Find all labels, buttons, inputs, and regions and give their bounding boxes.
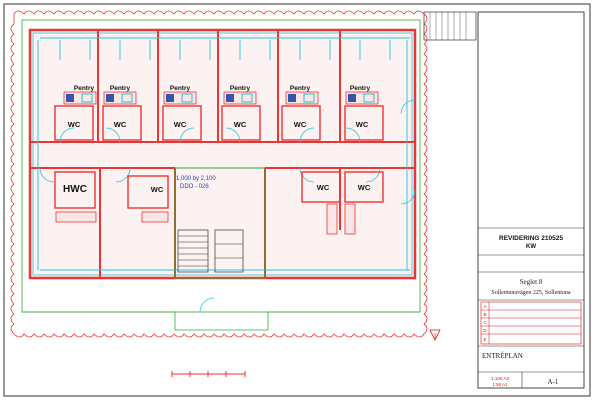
door-code-annotation: DDO - 026 bbox=[180, 184, 209, 190]
entrance-terrace bbox=[22, 311, 420, 331]
drawing-title: ENTRÉPLAN bbox=[482, 352, 523, 360]
key-plan bbox=[423, 11, 477, 41]
lower-fixtures bbox=[55, 203, 356, 235]
room-labels: Pentry Pentry Pentry Pentry Pentry Pentr… bbox=[63, 85, 371, 195]
room-label-pentry: Pentry bbox=[350, 85, 371, 92]
sheet-border bbox=[3, 3, 591, 397]
revision-row-letter: D bbox=[483, 328, 487, 333]
plot-line bbox=[21, 19, 421, 313]
room-label-wc: WC bbox=[294, 120, 307, 129]
building-outline bbox=[28, 28, 417, 280]
site-boundary bbox=[10, 10, 428, 338]
room-label-hwc: HWC bbox=[63, 184, 87, 195]
room-label-wc: WC bbox=[151, 185, 164, 194]
title-block: REVIDERING 210525 KW Seglet 8 Sollentuna… bbox=[477, 11, 585, 389]
sheet-number: A-1 bbox=[548, 378, 559, 386]
revision-row-letter: A bbox=[483, 304, 486, 309]
pentry-units bbox=[63, 91, 379, 105]
room-label-pentry: Pentry bbox=[170, 85, 191, 92]
property-address: Sollentunavägen 225, Sollentuna bbox=[491, 290, 570, 296]
revision-row-letter: B bbox=[483, 312, 486, 317]
revision-row-letter: E bbox=[483, 337, 486, 342]
room-label-pentry: Pentry bbox=[74, 85, 95, 92]
room-label-pentry: Pentry bbox=[290, 85, 311, 92]
property-name: Seglet 8 bbox=[520, 278, 543, 286]
window-lines bbox=[37, 37, 410, 271]
room-label-pentry: Pentry bbox=[230, 85, 251, 92]
scale-bar bbox=[171, 371, 246, 377]
lower-wc-rooms bbox=[54, 171, 384, 209]
room-label-wc: WC bbox=[317, 183, 330, 192]
door-size-annotation: 1,000 by 2,100 bbox=[176, 176, 216, 182]
room-label-wc: WC bbox=[68, 120, 81, 129]
scale-a3: 1:100 A3 bbox=[491, 376, 509, 381]
inner-wall-line bbox=[32, 32, 413, 276]
revision-row-letter: C bbox=[483, 320, 487, 325]
room-label-wc: WC bbox=[114, 120, 127, 129]
revision-marker: 1 bbox=[429, 329, 441, 341]
door-swings bbox=[39, 99, 416, 313]
wc-cubicles-top bbox=[54, 105, 384, 141]
stairwell bbox=[174, 167, 266, 279]
room-label-wc: WC bbox=[234, 120, 247, 129]
svg-text:1: 1 bbox=[433, 334, 437, 340]
revision-initials: KW bbox=[526, 244, 536, 250]
room-label-wc: WC bbox=[356, 120, 369, 129]
revision-label: REVIDERING 210525 bbox=[499, 235, 563, 242]
room-label-pentry: Pentry bbox=[110, 85, 131, 92]
room-label-wc: WC bbox=[358, 183, 371, 192]
room-label-wc: WC bbox=[174, 120, 187, 129]
scale-a1: 1:50 A1 bbox=[492, 382, 508, 387]
